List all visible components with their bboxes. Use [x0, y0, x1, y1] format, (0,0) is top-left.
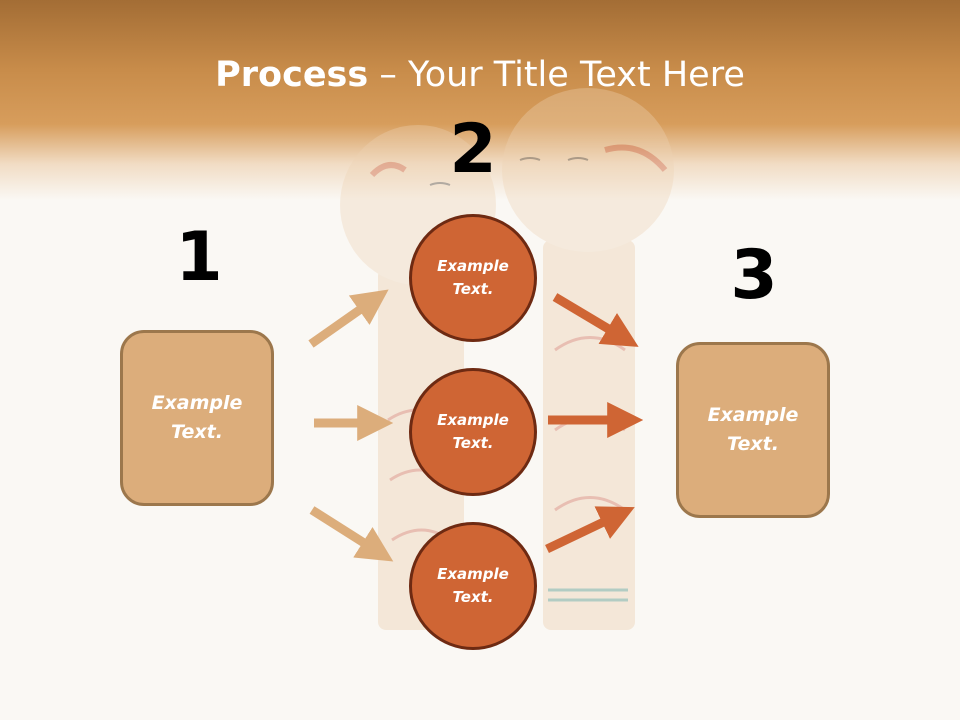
step-1-text: Example Text.: [151, 392, 243, 443]
step-2-circle-top: Example Text.: [409, 214, 537, 342]
step-number-1: 1: [175, 218, 223, 297]
step-number-2: 2: [449, 110, 497, 189]
step-2-circle-bottom: Example Text.: [409, 522, 537, 650]
arrow-bottom-to-3: [545, 506, 635, 554]
title-bold: Process: [215, 55, 369, 95]
circle-middle-text: Example Text.: [437, 411, 509, 452]
step-1-box: Example Text.: [120, 330, 274, 506]
circle-top-text: Example Text.: [437, 257, 509, 298]
step-3-box: Example Text.: [676, 342, 830, 518]
title-rest: – Your Title Text Here: [368, 55, 745, 95]
step-3-text: Example Text.: [707, 404, 799, 455]
page-title: Process – Your Title Text Here: [0, 52, 960, 98]
step-2-circle-middle: Example Text.: [409, 368, 537, 496]
arrow-top-to-3: [552, 293, 639, 347]
header-band: [0, 0, 960, 200]
circle-bottom-text: Example Text.: [437, 565, 509, 606]
step-number-3: 3: [730, 236, 778, 315]
arrow-1-to-bottom: [309, 506, 394, 562]
arrow-1-to-top: [308, 289, 389, 348]
